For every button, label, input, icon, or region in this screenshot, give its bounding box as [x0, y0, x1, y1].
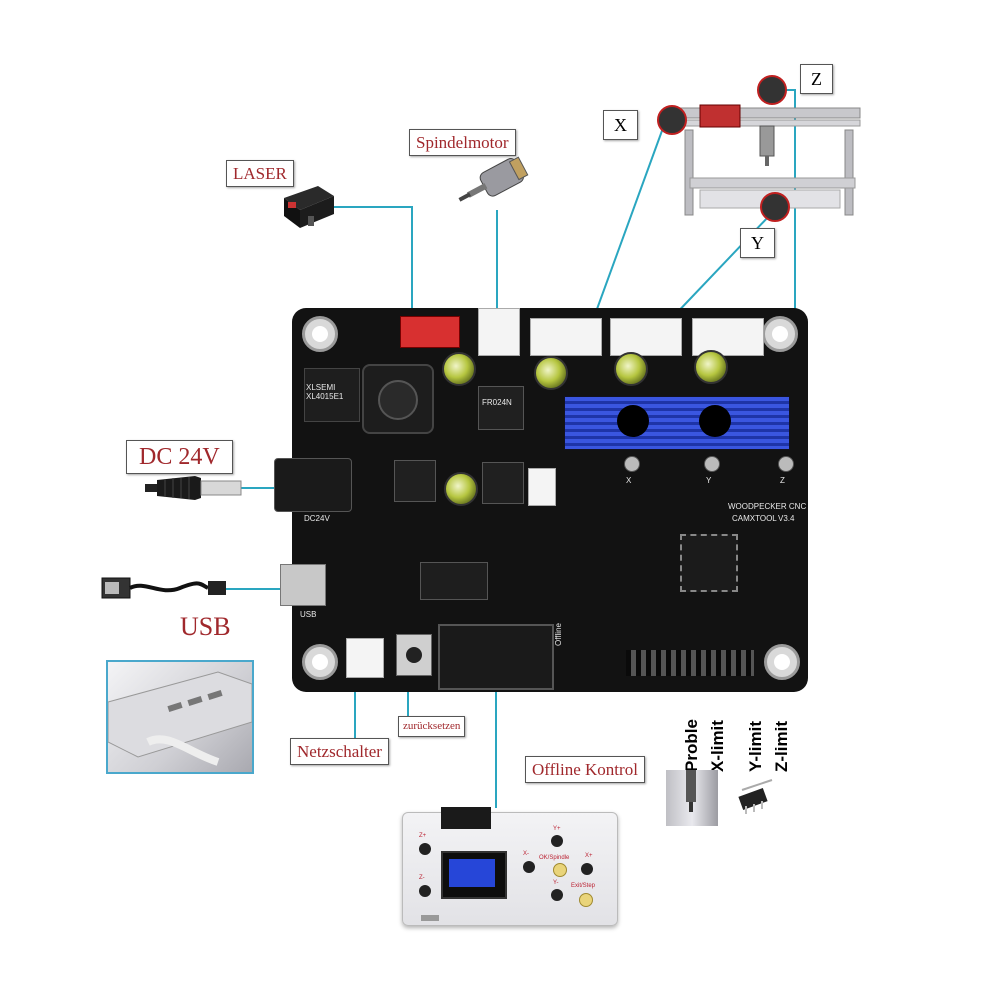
cnc-machine: [660, 90, 880, 220]
usb-interface-chip: [420, 562, 488, 600]
remote-usb-port: [421, 915, 439, 921]
x-plus-button[interactable]: [581, 863, 593, 875]
z-current-potentiometer: [778, 456, 794, 472]
usb-cable-icon: [100, 570, 230, 606]
z-plus-button[interactable]: [419, 843, 431, 855]
x-axis-label: X: [603, 110, 638, 140]
aux-connector: [528, 468, 556, 506]
ok-spindle-text: OK/Spindle: [539, 855, 570, 861]
z-axis-label: Z: [800, 64, 833, 94]
y-plus-button[interactable]: [551, 835, 563, 847]
microcontroller-chip: [680, 534, 738, 592]
mount-hole-br: [764, 644, 800, 680]
capacitor: [444, 472, 478, 506]
probe-photo: [666, 770, 718, 826]
y-current-potentiometer: [704, 456, 720, 472]
dc-plug-icon: [145, 474, 243, 502]
x-current-potentiometer: [624, 456, 640, 472]
chip-label: XLSEMI XL4015E1: [306, 383, 344, 401]
offline-remote-controller: Z+ Z- Y+ Y- X- X+ OK/Spindle Exit/Step: [402, 807, 618, 926]
z-minus-text: Z-: [419, 875, 425, 881]
power-switch-label: Netzschalter: [290, 738, 389, 765]
controller-board: XLSEMI XL4015E1 FR024N X Y Z WOODPECKER …: [274, 308, 808, 692]
y-axis-label: Y: [740, 228, 775, 258]
x-stepper-connector: [530, 318, 602, 356]
remote-lcd-screen: [441, 851, 507, 899]
limit-switch-header: [626, 650, 754, 676]
capacitor: [442, 352, 476, 386]
spindle-label: Spindelmotor: [409, 129, 516, 156]
offline-silk: Offline: [554, 623, 563, 646]
stepper-driver-heatsink: [564, 396, 790, 450]
y-plus-text: Y+: [553, 826, 561, 832]
x-limit-label: X-limit: [708, 720, 727, 772]
capacitor: [534, 356, 568, 390]
offline-control-header: [438, 624, 554, 690]
dc-power-jack: [274, 458, 352, 512]
y-motor-highlight: [760, 192, 790, 222]
axis-silk-x: X: [626, 476, 632, 485]
mosfet: [394, 460, 436, 502]
limit-switch-icon: [732, 778, 780, 816]
power-switch[interactable]: [346, 638, 384, 678]
z-stepper-connector: [692, 318, 764, 356]
offline-control-label: Offline Kontrol: [525, 756, 645, 783]
regulator-chip: [304, 368, 360, 422]
y-stepper-connector: [610, 318, 682, 356]
exit-step-text: Exit/Step: [571, 883, 596, 889]
capacitor: [614, 352, 648, 386]
reset-button[interactable]: [396, 634, 432, 676]
exit-step-button[interactable]: [579, 893, 593, 907]
mosfet-label: FR024N: [482, 398, 512, 407]
spindle-connector: [478, 308, 520, 356]
axis-silk-y: Y: [706, 476, 712, 485]
remote-header-connector: [441, 807, 491, 829]
x-minus-button[interactable]: [523, 861, 535, 873]
z-motor-highlight: [757, 75, 787, 105]
usb-silk: USB: [300, 610, 317, 619]
z-plus-text: Z+: [419, 833, 427, 839]
model-silk: CAMXTOOL: [732, 514, 777, 523]
probe-label: Proble: [682, 719, 701, 772]
dc-silk: DC24V: [304, 514, 330, 523]
mount-hole-bl: [302, 644, 338, 680]
z-line: [785, 89, 796, 320]
laser-module-icon: [278, 180, 338, 232]
brand-silk: WOODPECKER CNC: [728, 502, 807, 511]
capacitor: [694, 350, 728, 384]
x-motor-highlight: [657, 105, 687, 135]
version-silk: V3.4: [778, 514, 795, 523]
x-plus-text: X+: [585, 853, 593, 859]
axis-silk-z: Z: [780, 476, 785, 485]
y-minus-text: Y-: [553, 880, 559, 886]
z-limit-label: Z-limit: [772, 721, 791, 772]
y-minus-button[interactable]: [551, 889, 563, 901]
usb-port: [280, 564, 326, 606]
mount-hole-tl: [302, 316, 338, 352]
mosfet: [482, 462, 524, 504]
laser-line: [330, 206, 413, 320]
x-minus-text: X-: [523, 851, 529, 857]
reset-label: zurücksetzen: [398, 716, 466, 737]
inductor: [362, 364, 434, 434]
laptop-usb-port-photo: [106, 660, 254, 774]
mosfet: [478, 386, 524, 430]
spindle-motor-icon: [455, 152, 540, 210]
laser-label: LASER: [226, 160, 294, 187]
mount-hole-tr: [762, 316, 798, 352]
z-minus-button[interactable]: [419, 885, 431, 897]
ok-spindle-button[interactable]: [553, 863, 567, 877]
laser-connector: [400, 316, 460, 348]
usb-label: USB: [180, 612, 231, 641]
x-line: [592, 127, 664, 321]
y-limit-label: Y-limit: [746, 720, 765, 772]
dc-24v-label: DC 24V: [126, 440, 233, 474]
